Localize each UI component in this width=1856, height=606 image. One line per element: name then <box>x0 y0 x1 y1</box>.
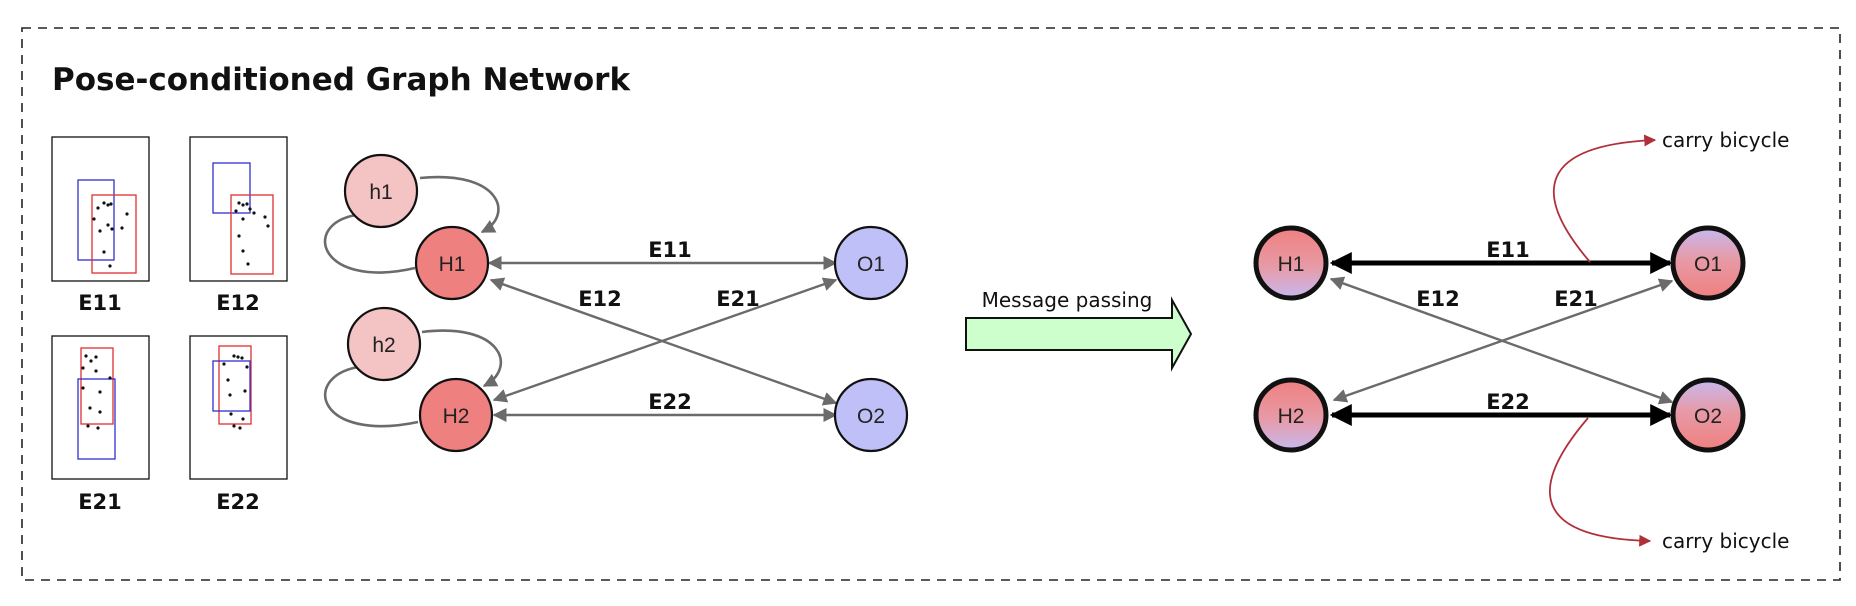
node-label: O1 <box>857 253 885 276</box>
node-label: H2 <box>443 405 470 428</box>
pose-keypoints <box>92 201 129 268</box>
context-edge-h2-H2 <box>421 329 503 388</box>
context-edge-h2-H2-loop <box>323 365 419 428</box>
node-label: O2 <box>857 405 885 428</box>
edge-label-e21: E21 <box>1554 287 1598 311</box>
message-passing-label: Message passing <box>982 288 1153 312</box>
node-label: h1 <box>369 181 392 204</box>
pose-thumbnail-e22 <box>189 335 288 480</box>
object-box <box>212 360 251 412</box>
pose-thumbnail-e11 <box>51 136 150 282</box>
node-H1 <box>1253 225 1329 301</box>
edge-label-e12: E12 <box>1416 287 1460 311</box>
node-H2 <box>1253 377 1329 453</box>
pose-keypoints <box>81 354 112 430</box>
thumbnail-label-e11: E11 <box>78 291 122 315</box>
human-box <box>218 345 252 425</box>
object-box <box>77 179 115 261</box>
node-O2 <box>1670 377 1746 453</box>
edge-e21 <box>1332 278 1674 403</box>
node-O1 <box>833 225 909 301</box>
pose-keypoints <box>222 354 249 430</box>
context-edge-h1-H1-loop <box>323 213 416 274</box>
node-label: H1 <box>439 253 466 276</box>
human-box <box>230 194 274 275</box>
prediction-arrow-bottom <box>1549 417 1652 547</box>
node-label: O2 <box>1694 405 1722 428</box>
thumbnail-label-e22: E22 <box>216 490 260 514</box>
node-label: h2 <box>372 334 395 357</box>
node-O1 <box>1670 225 1746 301</box>
node-O2 <box>833 377 909 453</box>
object-box <box>77 378 116 460</box>
node-H2 <box>418 377 494 453</box>
edge-e21 <box>492 277 838 403</box>
thumbnail-label-e21: E21 <box>78 490 122 514</box>
prediction-arrow-top <box>1552 134 1657 263</box>
context-edge-h1-H1 <box>419 175 500 234</box>
edge-label-e11: E11 <box>648 238 692 262</box>
edge-label-e22: E22 <box>648 390 692 414</box>
node-h2 <box>346 306 422 382</box>
node-label: H1 <box>1278 253 1305 276</box>
outer-frame <box>21 27 1841 581</box>
node-label: H2 <box>1278 405 1305 428</box>
pose-thumbnail-e12 <box>189 136 288 282</box>
node-h1 <box>343 153 419 229</box>
edge-label-e11: E11 <box>1486 238 1530 262</box>
pose-thumbnail-e21 <box>51 335 150 480</box>
prediction-label-bottom: carry bicycle <box>1662 529 1789 553</box>
pose-keypoints <box>234 201 270 266</box>
edge-label-e22: E22 <box>1486 390 1530 414</box>
message-passing-arrow <box>965 296 1193 372</box>
edge-label-e12: E12 <box>578 287 622 311</box>
prediction-label-top: carry bicycle <box>1662 128 1789 152</box>
thumbnail-label-e12: E12 <box>216 291 260 315</box>
human-box <box>91 194 137 274</box>
human-box <box>80 347 114 425</box>
node-label: O1 <box>1694 253 1722 276</box>
edge-label-e21: E21 <box>716 287 760 311</box>
node-H1 <box>414 225 490 301</box>
diagram-title: Pose-conditioned Graph Network <box>52 62 631 98</box>
